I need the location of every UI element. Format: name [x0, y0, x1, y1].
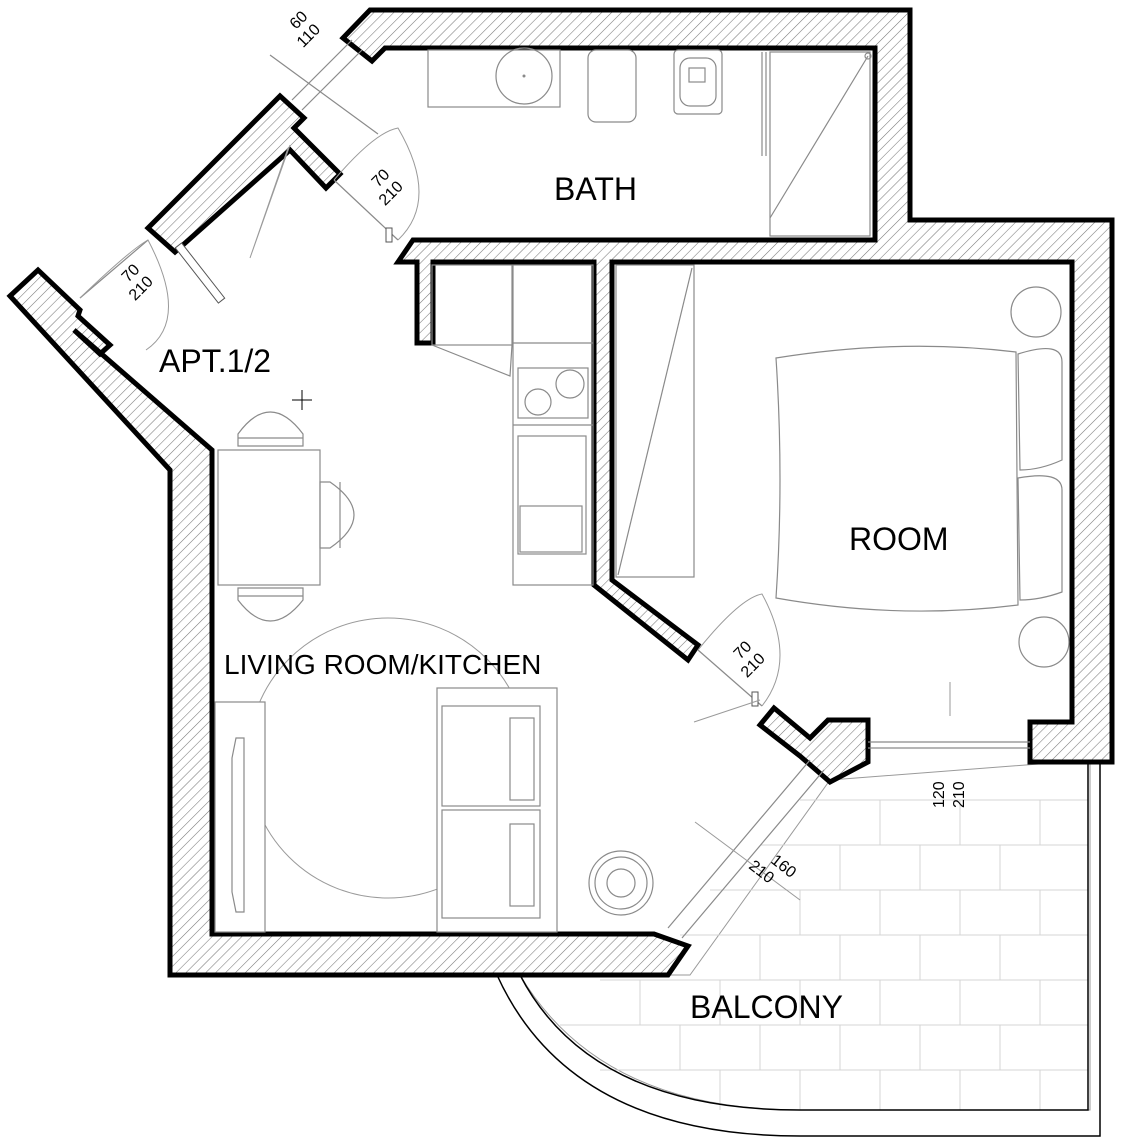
shower-tray [769, 51, 871, 237]
apartment-label: APT.1/2 [159, 343, 271, 379]
kitchen-counter [431, 264, 594, 586]
wardrobe [615, 264, 695, 578]
balcony-paving [519, 759, 1091, 1111]
nightstand-lamp [1018, 616, 1070, 668]
sink-basin [495, 47, 553, 105]
bath-fixtures [427, 47, 872, 237]
balcony-door-room-width: 120 [931, 781, 948, 808]
balcony-door-room-height: 210 [951, 781, 968, 808]
north-wall-bath [339, 7, 1115, 765]
dining-table [217, 449, 321, 586]
room-label: ROOM [849, 521, 949, 557]
tv-cabinet [214, 701, 266, 933]
toilet [673, 49, 723, 115]
west-wall [6, 266, 692, 978]
openings [79, 39, 1030, 939]
living-furniture [214, 617, 654, 933]
plant [588, 850, 654, 916]
balcony-railing [496, 762, 1101, 1137]
balcony-door-jamb [756, 704, 871, 786]
bidet [587, 49, 637, 123]
balcony-label: BALCONY [690, 989, 843, 1025]
entry-wall [144, 92, 344, 256]
bedroom-furniture [615, 264, 1070, 668]
room-labels: BATH ROOM APT.1/2 LIVING ROOM/KITCHEN BA… [159, 171, 949, 1025]
walls [6, 7, 1115, 978]
stove [517, 367, 589, 419]
nightstand-lamp [1010, 286, 1062, 338]
living-kitchen-label: LIVING ROOM/KITCHEN [224, 649, 541, 680]
bath-label: BATH [554, 171, 637, 207]
oven [517, 435, 587, 555]
bed [775, 345, 1019, 612]
dining-set [217, 390, 355, 622]
